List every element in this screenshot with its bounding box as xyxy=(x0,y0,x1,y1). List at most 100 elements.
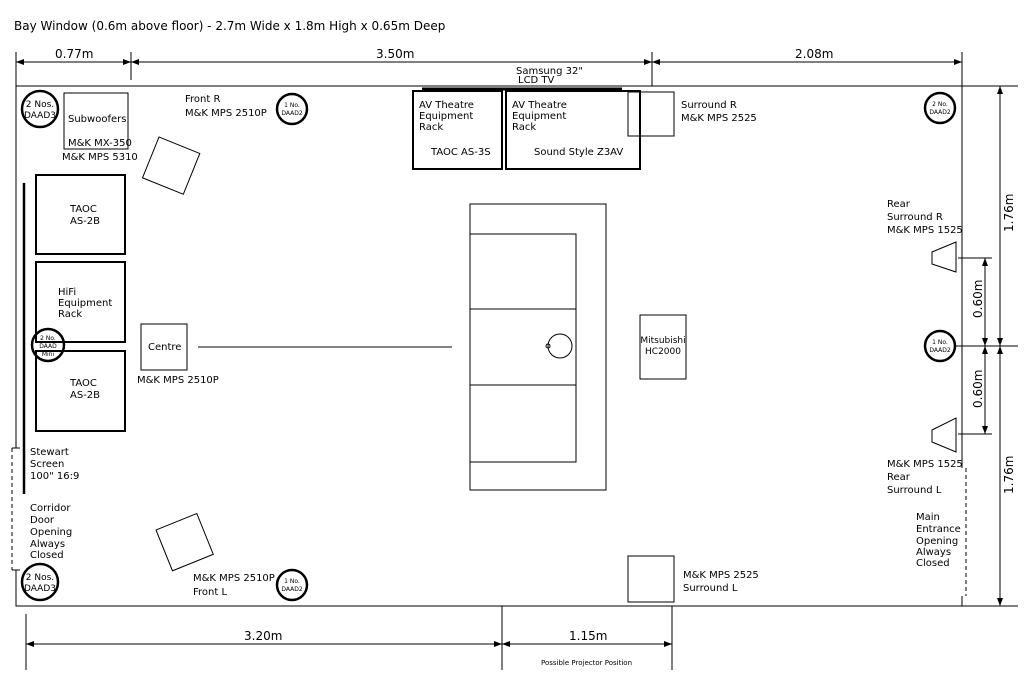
svg-text:M&K MPS 1525: M&K MPS 1525 xyxy=(887,225,963,236)
front-l-speaker: M&K MPS 2510P Front L xyxy=(155,512,275,598)
svg-text:LCD TV: LCD TV xyxy=(518,75,555,86)
rear-surround-l-speaker: M&K MPS 1525 Rear Surround L xyxy=(887,417,963,496)
subwoofers: Subwoofers M&K MX-350 M&K MPS 5310 xyxy=(62,92,138,163)
svg-text:Always: Always xyxy=(30,539,65,550)
svg-text:100" 16:9: 100" 16:9 xyxy=(30,471,79,482)
daad-circle-top-mid: 1 No. DAAD2 xyxy=(275,92,309,126)
svg-text:Equipment: Equipment xyxy=(58,298,112,309)
svg-text:Stewart: Stewart xyxy=(30,447,69,458)
svg-text:Opening: Opening xyxy=(30,527,72,538)
svg-text:AV Theatre: AV Theatre xyxy=(419,100,474,111)
subwoofer-model: M&K MPS 5310 xyxy=(62,152,138,163)
svg-text:Rear: Rear xyxy=(887,199,911,210)
svg-text:AS-2B: AS-2B xyxy=(70,390,100,401)
svg-text:DAAD3: DAAD3 xyxy=(24,111,56,121)
svg-text:TAOC: TAOC xyxy=(69,204,97,215)
svg-text:DAAD: DAAD xyxy=(39,343,57,350)
stewart-screen: Stewart Screen 100" 16:9 xyxy=(22,183,79,494)
daad-circle-tl: 2 Nos. DAAD3 xyxy=(20,89,60,129)
svg-text:Mitsubishi: Mitsubishi xyxy=(640,336,685,346)
svg-text:Front R: Front R xyxy=(185,94,220,105)
daad-circle-tr: 2 No. DAAD2 xyxy=(923,91,957,125)
dim-right-upper: 1.76m xyxy=(1002,194,1016,232)
hifi-equipment-rack: HiFi Equipment Rack xyxy=(35,261,126,343)
svg-text:Door: Door xyxy=(30,515,55,526)
surround-r-speaker: Surround R M&K MPS 2525 xyxy=(627,91,757,137)
dim-top-right: 2.08m xyxy=(795,47,833,61)
svg-text:M&K MX-350: M&K MX-350 xyxy=(68,138,132,149)
svg-text:HiFi: HiFi xyxy=(58,287,76,298)
svg-text:Screen: Screen xyxy=(30,459,64,470)
svg-text:Rack: Rack xyxy=(512,122,536,133)
svg-text:2 No.: 2 No. xyxy=(932,101,948,108)
svg-text:AS-2B: AS-2B xyxy=(70,216,100,227)
daad-circle-left-mini: 2 No. DAAD Mini xyxy=(30,327,66,363)
svg-text:AV Theatre: AV Theatre xyxy=(512,100,567,111)
svg-text:Closed: Closed xyxy=(916,558,950,569)
svg-text:Entrance: Entrance xyxy=(916,524,961,535)
corridor-door: Corridor Door Opening Always Closed xyxy=(11,447,72,571)
svg-text:Corridor: Corridor xyxy=(30,503,71,514)
centre-speaker: Centre M&K MPS 2510P xyxy=(137,323,219,386)
svg-text:2 Nos.: 2 Nos. xyxy=(26,573,54,583)
av-rack-2: AV Theatre Equipment Rack Sound Style Z3… xyxy=(505,90,641,170)
svg-text:Equipment: Equipment xyxy=(419,111,473,122)
front-r-speaker: Front R M&K MPS 2510P xyxy=(141,94,267,195)
main-entrance: Main Entrance Opening Always Closed xyxy=(916,468,967,596)
dim-top-mid: 3.50m xyxy=(376,47,414,61)
svg-text:Centre: Centre xyxy=(148,342,181,353)
svg-text:DAAD2: DAAD2 xyxy=(929,347,951,354)
svg-text:Always: Always xyxy=(916,547,951,558)
seating-sofa xyxy=(469,203,607,491)
surround-l-speaker: M&K MPS 2525 Surround L xyxy=(627,555,759,603)
daad-circle-bottom-mid: 1 No. DAAD2 xyxy=(275,568,309,602)
bottom-dimensions: 3.20m 1.15m Possible Projector Position xyxy=(25,606,673,670)
svg-text:Surround L: Surround L xyxy=(683,583,738,594)
dim-bottom-right: 1.15m xyxy=(569,629,607,643)
svg-text:HC2000: HC2000 xyxy=(645,347,681,357)
svg-text:Equipment: Equipment xyxy=(512,111,566,122)
svg-text:TAOC AS-3S: TAOC AS-3S xyxy=(430,147,491,158)
samsung-tv: Samsung 32" LCD TV xyxy=(422,66,622,91)
daad-circle-right-mid: 1 No. DAAD2 xyxy=(923,329,957,363)
svg-text:2 No.: 2 No. xyxy=(40,335,56,342)
svg-text:DAAD2: DAAD2 xyxy=(281,110,303,117)
projector-note: Possible Projector Position xyxy=(541,659,632,667)
svg-text:TAOC: TAOC xyxy=(69,378,97,389)
dim-right-lower: 1.76m xyxy=(1002,456,1016,494)
dim-right-mid-upper: 0.60m xyxy=(971,280,985,318)
top-dimensions: 0.77m 3.50m 2.08m xyxy=(15,47,963,86)
svg-text:M&K MPS 2510P: M&K MPS 2510P xyxy=(193,573,275,584)
dim-top-left: 0.77m xyxy=(55,47,93,61)
taoc-bottom-rack: TAOC AS-2B xyxy=(35,350,126,432)
daad-circle-bl: 2 Nos. DAAD3 xyxy=(20,562,60,602)
svg-text:Mini: Mini xyxy=(42,351,55,358)
svg-text:Rack: Rack xyxy=(419,122,443,133)
svg-text:1 No.: 1 No. xyxy=(284,102,300,109)
svg-text:M&K MPS 2510P: M&K MPS 2510P xyxy=(185,108,267,119)
svg-text:Surround R: Surround R xyxy=(681,100,737,111)
taoc-top-rack: TAOC AS-2B xyxy=(35,174,126,255)
svg-text:Front L: Front L xyxy=(193,587,227,598)
svg-text:Samsung 32": Samsung 32" xyxy=(516,66,583,77)
svg-text:Opening: Opening xyxy=(916,536,958,547)
dim-bottom-left: 3.20m xyxy=(244,629,282,643)
svg-text:Rack: Rack xyxy=(58,309,82,320)
svg-text:Rear: Rear xyxy=(887,472,911,483)
svg-text:1 No.: 1 No. xyxy=(932,339,948,346)
svg-text:Subwoofers: Subwoofers xyxy=(68,114,126,125)
svg-text:Surround R: Surround R xyxy=(887,212,943,223)
svg-text:DAAD2: DAAD2 xyxy=(281,586,303,593)
rear-surround-r-speaker: Rear Surround R M&K MPS 1525 xyxy=(887,199,963,273)
svg-text:Closed: Closed xyxy=(30,550,64,561)
svg-text:DAAD3: DAAD3 xyxy=(24,584,56,594)
svg-text:Main: Main xyxy=(916,512,940,523)
svg-text:Sound Style Z3AV: Sound Style Z3AV xyxy=(534,147,623,158)
right-dimensions: 1.76m 0.60m 0.60m 1.76m xyxy=(955,85,1018,607)
dim-right-mid-lower: 0.60m xyxy=(971,370,985,408)
svg-text:M&K MPS 1525: M&K MPS 1525 xyxy=(887,459,963,470)
svg-text:2 Nos.: 2 Nos. xyxy=(26,100,54,110)
centre-model: M&K MPS 2510P xyxy=(137,375,219,386)
svg-text:Surround L: Surround L xyxy=(887,485,942,496)
